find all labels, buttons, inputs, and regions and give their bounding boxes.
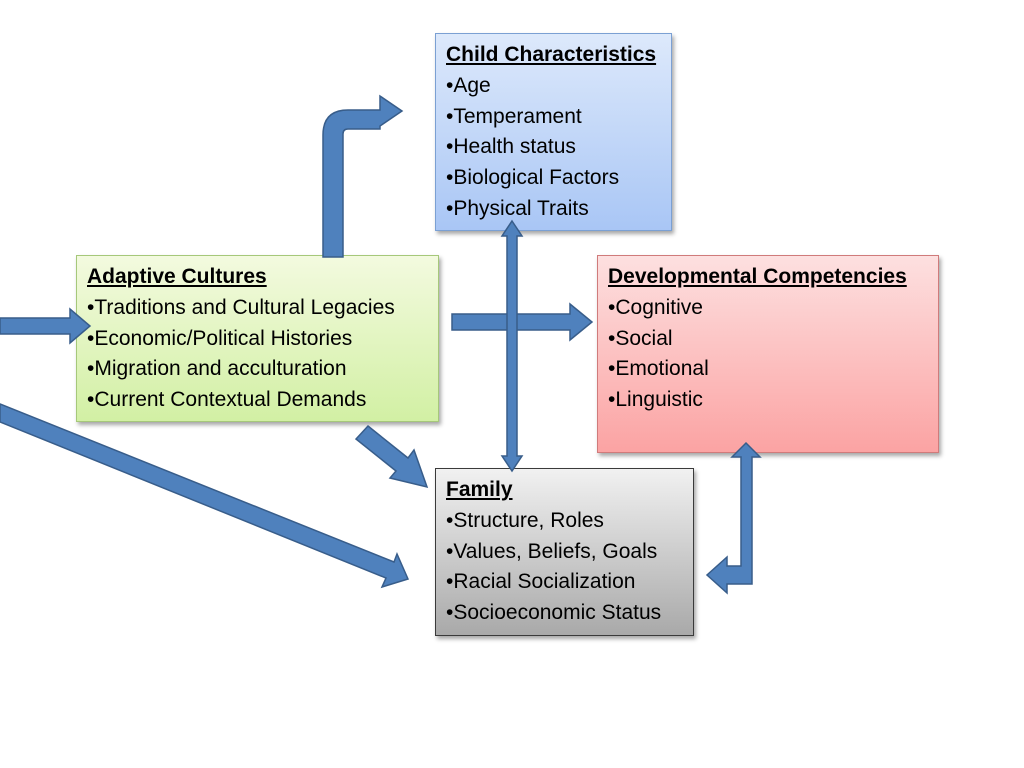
family-list: Structure, Roles Values, Beliefs, Goals … (446, 506, 683, 629)
bent-arrow-adaptive-to-child (322, 94, 404, 258)
double-arrow-child-family (500, 219, 524, 473)
arrow-adaptive-to-developmental (451, 302, 594, 342)
child-characteristics-item: Biological Factors (446, 163, 661, 194)
child-characteristics-box: Child Characteristics Age Temperament He… (435, 33, 672, 231)
adaptive-cultures-title: Adaptive Cultures (87, 265, 267, 288)
child-characteristics-item: Temperament (446, 102, 661, 133)
adaptive-cultures-list: Traditions and Cultural Legacies Economi… (87, 293, 428, 416)
adaptive-cultures-box: Adaptive Cultures Traditions and Cultura… (76, 255, 439, 422)
arrow-left-to-adaptive (0, 307, 92, 345)
family-title: Family (446, 478, 513, 501)
arrow-left-to-family (0, 403, 410, 589)
developmental-competencies-item: Linguistic (608, 385, 928, 416)
developmental-competencies-item: Social (608, 324, 928, 355)
child-characteristics-title: Child Characteristics (446, 43, 657, 66)
child-characteristics-item: Health status (446, 132, 661, 163)
family-box: Family Structure, Roles Values, Beliefs,… (435, 468, 694, 636)
developmental-competencies-list: Cognitive Social Emotional Linguistic (608, 293, 928, 416)
adaptive-cultures-item: Current Contextual Demands (87, 385, 428, 416)
child-characteristics-list: Age Temperament Health status Biological… (446, 71, 661, 225)
child-characteristics-item: Physical Traits (446, 194, 661, 225)
developmental-competencies-title: Developmental Competencies (608, 265, 907, 288)
adaptive-cultures-item: Traditions and Cultural Legacies (87, 293, 428, 324)
family-item: Socioeconomic Status (446, 598, 683, 629)
child-characteristics-item: Age (446, 71, 661, 102)
arrow-adaptive-to-family (354, 424, 429, 489)
adaptive-cultures-item: Migration and acculturation (87, 354, 428, 385)
developmental-competencies-item: Emotional (608, 354, 928, 385)
bent-double-arrow-developmental-family (705, 441, 762, 595)
developmental-competencies-item: Cognitive (608, 293, 928, 324)
adaptive-cultures-item: Economic/Political Histories (87, 324, 428, 355)
developmental-competencies-box: Developmental Competencies Cognitive Soc… (597, 255, 939, 453)
family-item: Structure, Roles (446, 506, 683, 537)
family-item: Racial Socialization (446, 567, 683, 598)
family-item: Values, Beliefs, Goals (446, 537, 683, 568)
